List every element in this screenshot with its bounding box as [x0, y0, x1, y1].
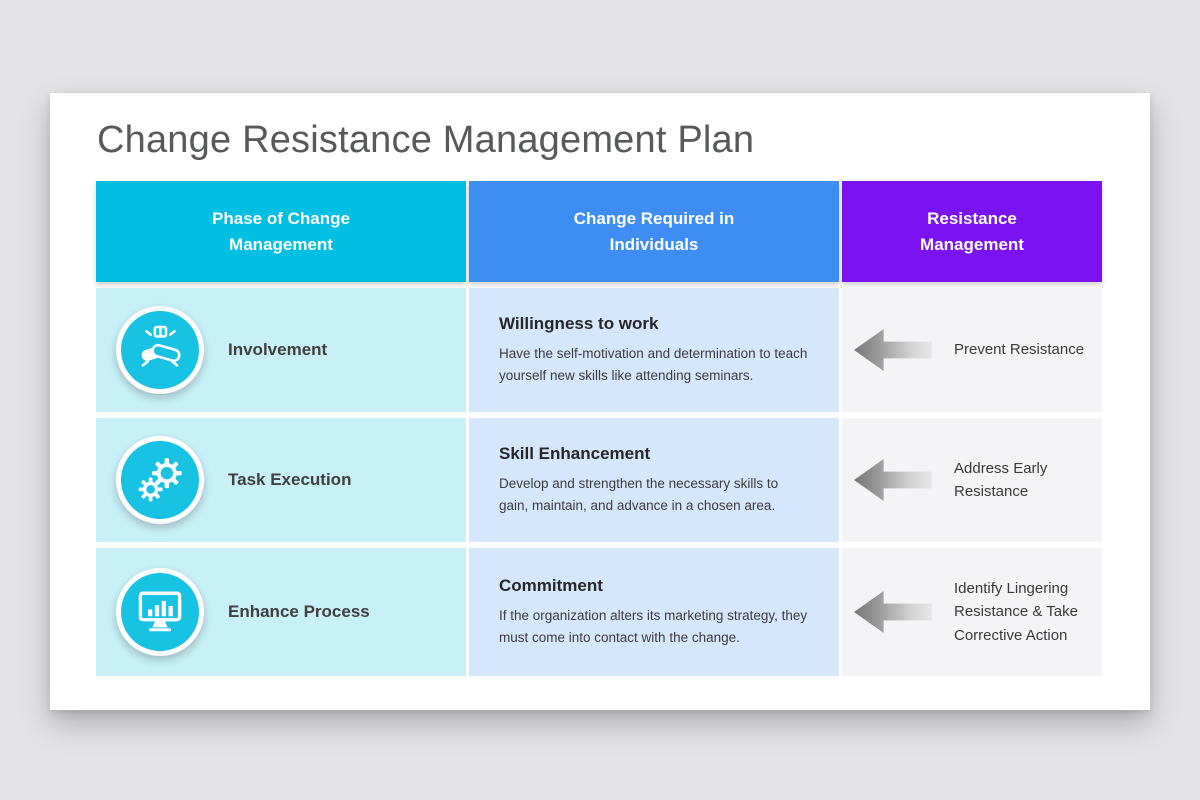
- table-row-2-phase-cell: Task Execution: [96, 418, 466, 542]
- table-row-3-change-cell: Commitment If the organization alters it…: [469, 548, 839, 676]
- table-row-3-phase-cell: Enhance Process: [96, 548, 466, 676]
- plan-table: Phase of Change Management Change Requir…: [96, 181, 1102, 676]
- resistance-label: Address Early Resistance: [954, 459, 1048, 500]
- change-title: Commitment: [499, 575, 603, 595]
- monitor-chart-icon: [116, 568, 204, 656]
- change-body: Develop and strengthen the necessary ski…: [499, 475, 779, 513]
- left-arrow-icon: [854, 459, 932, 501]
- table-row-1-change-cell: Willingness to work Have the self-motiva…: [469, 288, 839, 412]
- phase-label: Involvement: [228, 340, 328, 359]
- resistance-label: Identify Lingering Resistance & Take Cor…: [954, 580, 1078, 644]
- change-title: Skill Enhancement: [499, 443, 651, 463]
- gears-icon: [116, 436, 204, 524]
- header-change-required: Change Required in Individuals: [469, 181, 839, 282]
- header-resistance-management: Resistance Management: [842, 181, 1102, 282]
- change-body: If the organization alters its marketing…: [499, 607, 808, 645]
- header-label: Resistance Management: [920, 209, 1024, 254]
- page-title: Change Resistance Management Plan: [97, 119, 755, 161]
- change-body: Have the self-motivation and determinati…: [499, 345, 808, 383]
- header-label: Change Required in Individuals: [573, 209, 735, 254]
- table-row-3-resistance-cell: Identify Lingering Resistance & Take Cor…: [842, 548, 1102, 676]
- phase-label: Task Execution: [228, 470, 352, 489]
- table-row-1-resistance-cell: Prevent Resistance: [842, 288, 1102, 412]
- left-arrow-icon: [854, 329, 932, 371]
- change-title: Willingness to work: [499, 313, 659, 333]
- table-row-2-change-cell: Skill Enhancement Develop and strengthen…: [469, 418, 839, 542]
- resistance-label: Prevent Resistance: [954, 341, 1085, 359]
- slide-card: Change Resistance Management Plan Phase …: [50, 93, 1150, 710]
- handshake-icon: [116, 306, 204, 394]
- header-phase-of-change: Phase of Change Management: [96, 181, 466, 282]
- left-arrow-icon: [854, 591, 932, 633]
- header-label: Phase of Change Management: [212, 209, 350, 254]
- phase-label: Enhance Process: [228, 602, 370, 621]
- table-row-2-resistance-cell: Address Early Resistance: [842, 418, 1102, 542]
- table-row-1-phase-cell: Involvement: [96, 288, 466, 412]
